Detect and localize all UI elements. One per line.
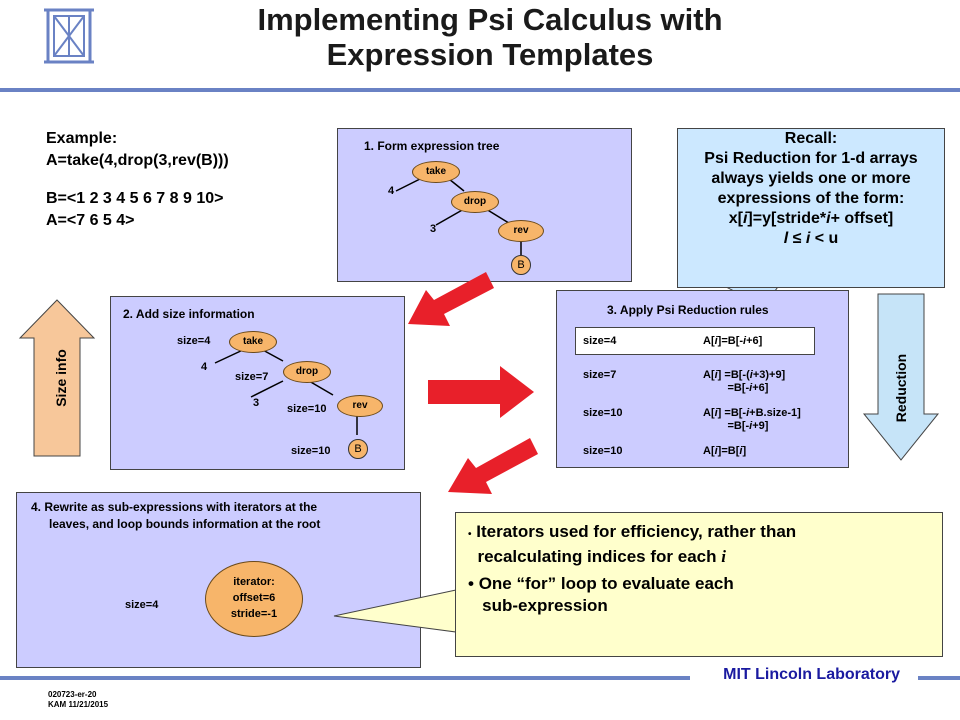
node-b-2: B	[348, 439, 368, 459]
size-rev: size=10	[287, 403, 327, 415]
note-bullet-1: • Iterators used for efficiency, rather …	[468, 522, 797, 566]
size-drop: size=7	[235, 371, 269, 383]
recall-formula: x[i]=y[stride*i+ offset]	[728, 210, 894, 227]
footer-id: 020723-er-20	[48, 690, 97, 699]
reduction-label: Reduction	[893, 353, 909, 423]
edge-label-4: 4	[388, 185, 395, 197]
recall-line-3: always yields one or more	[711, 170, 911, 187]
panel-add-size-information: 2. Add size information size=4 take size…	[110, 296, 405, 470]
node-take: take	[412, 161, 460, 183]
recall-box: Recall: Psi Reduction for 1-d arrays alw…	[677, 128, 945, 288]
notes-box: • Iterators used for efficiency, rather …	[455, 512, 943, 657]
lab-name: MIT Lincoln Laboratory	[715, 666, 908, 684]
example-a-value: A=<7 6 5 4>	[46, 212, 135, 229]
node-drop: drop	[451, 191, 499, 213]
example-b-value: B=<1 2 3 4 5 6 7 8 9 10>	[46, 190, 224, 207]
panel-apply-psi-reduction: 3. Apply Psi Reduction rules size=4 A[i]…	[556, 290, 849, 468]
panel3-title: 3. Apply Psi Reduction rules	[607, 303, 769, 317]
edge-label-4-2: 4	[201, 361, 208, 373]
panel4-title: 4. Rewrite as sub-expressions with itera…	[31, 500, 321, 531]
node-b: B	[511, 255, 531, 275]
rule-size-2: size=7	[583, 369, 617, 381]
rule-size-4: size=10	[583, 445, 623, 457]
arrow-step1-to-step2	[408, 272, 494, 326]
rule-expr-4: A[i]=B[i]	[703, 445, 747, 457]
rule-size-1: size=4	[583, 335, 617, 347]
rule-expr-2: A[i] =B[-(i+3)+9] =B[-i+6]	[703, 369, 786, 394]
recall-heading: Recall:	[784, 130, 838, 147]
highlight-row	[575, 327, 815, 355]
size-b: size=10	[291, 445, 331, 457]
note-bullet-2: • One “for” loop to evaluate each sub-ex…	[468, 574, 734, 615]
node-drop-2: drop	[283, 361, 331, 383]
recall-line-2: Psi Reduction for 1-d arrays	[704, 150, 918, 167]
footer-date: KAM 11/21/2015	[48, 700, 109, 709]
panel4-size: size=4	[125, 599, 159, 611]
lincoln-logo	[44, 8, 94, 64]
example-expression: A=take(4,drop(3,rev(B)))	[46, 152, 229, 169]
slide-title: Implementing Psi Calculus with Expressio…	[180, 2, 800, 72]
footer-rule-left	[0, 676, 690, 680]
header-rule	[0, 88, 960, 92]
node-rev: rev	[498, 220, 544, 242]
size-info-label: Size info	[53, 349, 69, 407]
panel2-title: 2. Add size information	[123, 307, 255, 321]
edge-label-3: 3	[430, 223, 437, 235]
arrow-step2-to-step3	[428, 366, 534, 418]
edge-label-3-2: 3	[253, 397, 260, 409]
footer-rule-right	[918, 676, 960, 680]
panel1-title: 1. Form expression tree	[364, 139, 500, 153]
title-line-2: Expression Templates	[326, 37, 654, 72]
recall-line-4: expressions of the form:	[717, 190, 905, 207]
iterator-node: iterator: offset=6 stride=-1	[205, 561, 303, 637]
panel-form-expression-tree: 1. Form expression tree take drop rev B …	[337, 128, 632, 282]
recall-bounds: l ≤ i < u	[783, 230, 839, 247]
title-line-1: Implementing Psi Calculus with	[257, 2, 723, 37]
node-rev-2: rev	[337, 395, 383, 417]
note-pointer	[333, 589, 458, 633]
rule-size-3: size=10	[583, 407, 623, 419]
reduction-arrow	[862, 293, 940, 461]
size-take: size=4	[177, 335, 211, 347]
size-info-arrow	[18, 299, 96, 457]
panel-rewrite-sub-expressions: 4. Rewrite as sub-expressions with itera…	[16, 492, 421, 668]
rule-expr-1: A[i]=B[-i+6]	[703, 335, 763, 347]
arrow-step3-to-step4	[448, 438, 538, 494]
rule-expr-3: A[i] =B[-i+B.size-1] =B[-i+9]	[703, 407, 801, 432]
example-block: Example: A=take(4,drop(3,rev(B))) B=<1 2…	[46, 128, 229, 232]
example-heading: Example:	[46, 130, 118, 147]
node-take-2: take	[229, 331, 277, 353]
